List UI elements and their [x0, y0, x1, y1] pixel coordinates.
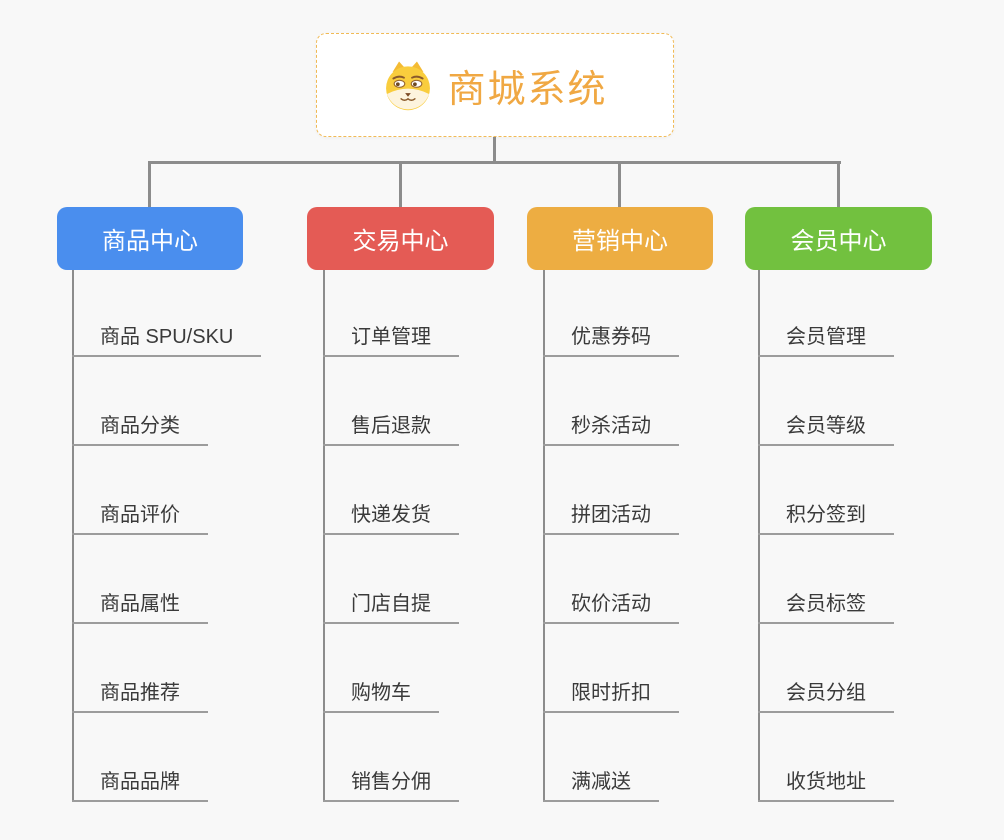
child-node[interactable]: 商品 SPU/SKU [72, 321, 262, 357]
branch-product-center[interactable]: 商品中心 [57, 207, 243, 270]
branch-member-center[interactable]: 会员中心 [745, 207, 932, 270]
child-node[interactable]: 快递发货 [323, 499, 459, 535]
branch-label: 商品中心 [102, 228, 198, 255]
child-node[interactable]: 售后退款 [323, 410, 459, 446]
branch-marketing-center[interactable]: 营销中心 [527, 207, 713, 270]
connector-drop-4 [837, 161, 840, 208]
branch-label: 会员中心 [790, 228, 887, 255]
child-node[interactable]: 收货地址 [758, 766, 894, 802]
child-node[interactable]: 积分签到 [758, 499, 894, 535]
branch-trunk-line [72, 270, 74, 802]
child-node[interactable]: 会员等级 [758, 410, 894, 446]
connector-drop-2 [399, 161, 402, 208]
child-node[interactable]: 商品属性 [72, 588, 208, 624]
child-node[interactable]: 销售分佣 [323, 766, 459, 802]
doge-icon [386, 61, 431, 111]
child-node[interactable]: 拼团活动 [543, 499, 679, 535]
child-node[interactable]: 购物车 [323, 677, 439, 713]
child-node[interactable]: 会员分组 [758, 677, 894, 713]
branch-trunk-line [323, 270, 325, 802]
branch-trade-center[interactable]: 交易中心 [307, 207, 494, 270]
child-node[interactable]: 满减送 [543, 766, 659, 802]
root-title: 商城系统 [447, 68, 608, 111]
child-node[interactable]: 商品推荐 [72, 677, 208, 713]
child-node[interactable]: 砍价活动 [543, 588, 679, 624]
child-node[interactable]: 优惠券码 [543, 321, 679, 357]
branch-label: 营销中心 [572, 228, 668, 255]
child-node[interactable]: 商品品牌 [72, 766, 208, 802]
connector-root-trunk [493, 137, 496, 163]
child-node[interactable]: 限时折扣 [543, 677, 679, 713]
branch-trunk-line [758, 270, 760, 802]
child-node[interactable]: 商品分类 [72, 410, 208, 446]
connector-drop-3 [618, 161, 621, 208]
child-node[interactable]: 商品评价 [72, 499, 208, 535]
branch-label: 交易中心 [352, 228, 449, 255]
connector-rail [148, 161, 841, 164]
child-node[interactable]: 会员管理 [758, 321, 894, 357]
child-node[interactable]: 会员标签 [758, 588, 894, 624]
child-node[interactable]: 门店自提 [323, 588, 459, 624]
root-node[interactable]: 商城系统 [316, 33, 674, 137]
child-node[interactable]: 订单管理 [323, 321, 459, 357]
branch-trunk-line [543, 270, 545, 802]
connector-drop-1 [148, 161, 151, 208]
child-node[interactable]: 秒杀活动 [543, 410, 679, 446]
